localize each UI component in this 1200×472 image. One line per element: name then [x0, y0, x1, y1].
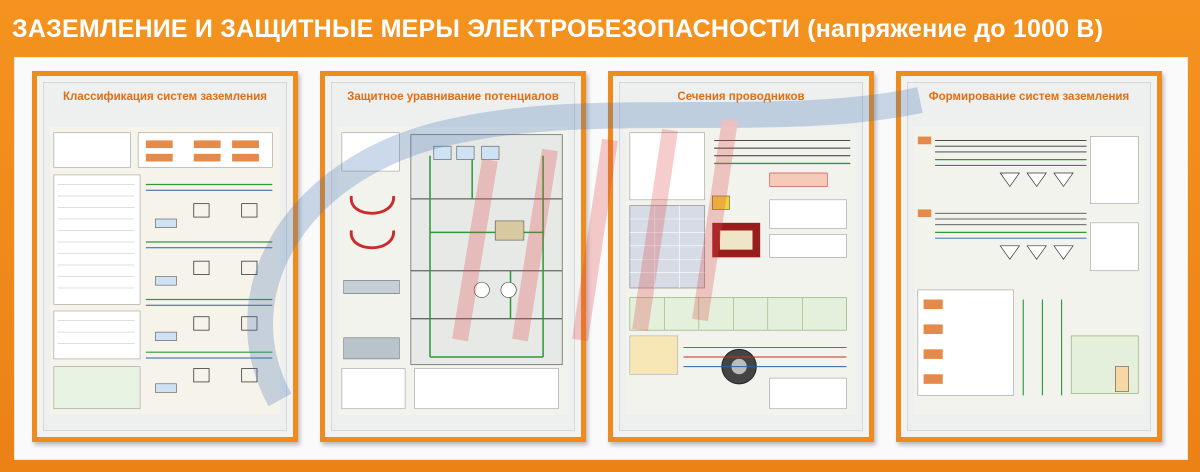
poster-panel-3[interactable]: Сечения проводников: [608, 71, 874, 442]
poster-panel-3-body: Сечения проводников: [619, 82, 863, 431]
potential-equalization-diagram: [338, 127, 568, 415]
poster-panel-1-body: Классификация систем заземления: [43, 82, 287, 431]
grounding-systems-diagram: [50, 127, 280, 415]
poster-panel-1-title: Классификация систем заземления: [62, 91, 268, 103]
poster-panel-4-title: Формирование систем заземления: [928, 91, 1130, 103]
poster-panel-1[interactable]: Классификация систем заземления: [32, 71, 298, 442]
poster-panel-3-title: Сечения проводников: [677, 91, 805, 103]
poster-panel-4-body: Формирование систем заземления: [907, 82, 1151, 431]
banner-title: ЗАЗЕМЛЕНИЕ И ЗАЩИТНЫЕ МЕРЫ ЭЛЕКТРОБЕЗОПА…: [12, 15, 1104, 43]
poster-panel-2-title: Защитное уравнивание потенциалов: [347, 91, 559, 103]
conductor-cross-sections-diagram: [626, 127, 856, 415]
poster-panel-2[interactable]: Защитное уравнивание потенциалов: [320, 71, 586, 442]
poster-panel-4[interactable]: Формирование систем заземления: [896, 71, 1162, 442]
grounding-formation-diagram: [914, 127, 1144, 415]
poster-panel-2-body: Защитное уравнивание потенциалов: [331, 82, 575, 431]
